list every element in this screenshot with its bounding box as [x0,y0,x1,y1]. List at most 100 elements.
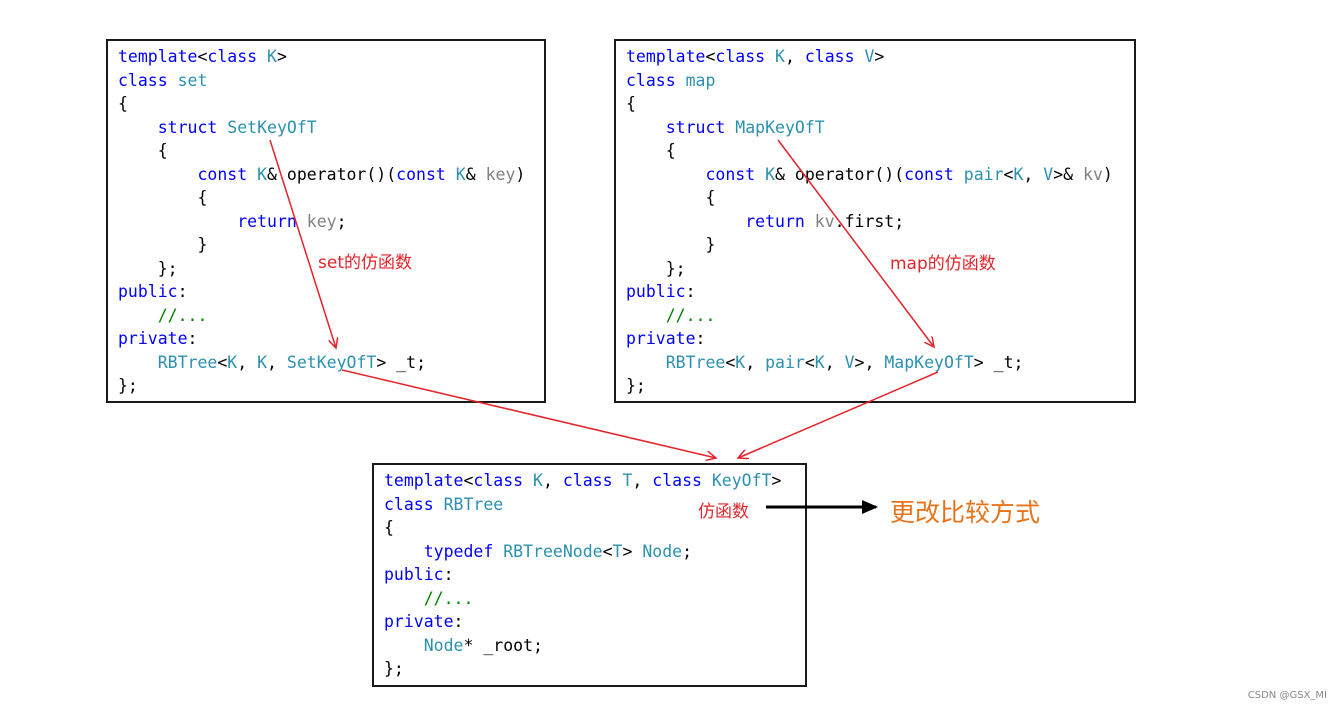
code-token: { [384,518,394,537]
code-token: key [306,211,337,231]
code-token: } [118,235,208,254]
change-comparison-label: 更改比较方式 [890,498,1041,527]
code-token: { [626,94,636,113]
code-token: class [626,70,676,90]
code-token: kv [814,211,835,231]
code-token: < [725,352,736,372]
code-token: RBTreeNode [503,541,603,561]
code-token: V [864,47,875,66]
code-token: class [715,47,766,66]
code-token: ) [515,164,526,184]
code-token: private [118,329,188,348]
code-token: class [118,70,168,90]
code-token: < [804,352,815,372]
code-token: SetKeyOfT [286,352,377,372]
code-line: }; [118,257,544,281]
code-token: }; [118,376,138,395]
code-token: Node [423,635,464,655]
code-token: : [443,565,454,584]
code-token: K [775,47,785,66]
code-line: { [118,186,544,210]
code-line: //... [384,587,805,611]
code-line: const K& operator()(const pair<K, V>& kv… [626,163,1134,187]
code-token: MapKeyOfT [735,117,825,137]
code-token: >& [1053,164,1084,184]
code-token: set [177,70,208,90]
code-line: private: [626,327,1134,351]
code-line: { [626,92,1134,116]
code-token: : [187,329,198,348]
code-token: const [904,164,954,184]
code-token: RBTree [157,352,218,372]
code-token: public [118,282,178,301]
code-token: , [824,352,845,372]
code-token: return [237,211,297,231]
code-token: K [533,471,543,490]
code-line: return key; [118,210,544,234]
code-line: class RBTree [384,493,805,517]
code-token: .first; [834,211,905,231]
set-functor-label: set的仿函数 [318,253,412,273]
code-line: RBTree<K, K, SetKeyOfT> _t; [118,351,544,375]
code-token: Node [642,541,683,561]
code-token: K [1013,164,1024,184]
code-token: pair [963,164,1004,184]
code-token: & operator()( [775,164,905,184]
code-token: class [562,471,613,490]
code-line: } [626,233,1134,257]
code-line: Node* _root; [384,634,805,658]
code-token: > [622,541,643,561]
code-token: < [602,541,613,561]
code-token: > [276,47,287,66]
code-line: RBTree<K, pair<K, V>, MapKeyOfT> _t; [626,351,1134,375]
code-token: private [384,612,454,631]
code-token: const [705,164,756,184]
code-token: key [485,164,516,184]
set-code-box: template<class K>class set{ struct SetKe… [106,39,546,403]
code-token: //... [665,305,716,325]
code-token: , [267,352,287,372]
code-token: //... [423,588,474,608]
code-token: V [844,352,855,372]
code-token: { [626,141,676,160]
code-token: SetKeyOfT [227,117,317,137]
set-to-rbtree-arrow [341,369,716,458]
code-line: //... [118,304,544,328]
code-line: template<class K, class T, class KeyOfT> [384,469,805,493]
code-line: return kv.first; [626,210,1134,234]
code-token: class [652,471,702,490]
code-token: , [632,471,653,490]
code-token: : [177,282,188,301]
code-token: K [267,47,277,66]
code-line: { [626,186,1134,210]
code-line: }; [118,374,544,398]
code-token: struct [665,117,726,137]
code-token: , [542,471,563,490]
code-line: }; [626,257,1134,281]
code-line: public: [626,280,1134,304]
code-token: < [197,47,208,66]
code-token: private [626,329,696,348]
watermark: CSDN @GSX_MI [1247,690,1327,701]
code-token: kv [1083,164,1103,184]
code-line: } [118,233,544,257]
code-token: K [814,352,825,372]
code-token: K [735,352,746,372]
code-token: , [784,47,805,66]
code-token: ) [1102,164,1113,184]
code-token: } [626,235,716,254]
code-token: , [745,352,766,372]
code-token: < [217,352,228,372]
code-line: { [118,92,544,116]
code-token: K [227,352,238,372]
code-line: class set [118,69,544,93]
code-line: struct SetKeyOfT [118,116,544,140]
map-code-box: template<class K, class V>class map{ str… [614,39,1136,403]
code-token: public [626,282,686,301]
code-token: , [1023,164,1044,184]
code-token: < [463,471,474,490]
code-token: > _t; [973,352,1024,372]
code-token: //... [157,305,208,325]
code-token: return [745,211,805,231]
